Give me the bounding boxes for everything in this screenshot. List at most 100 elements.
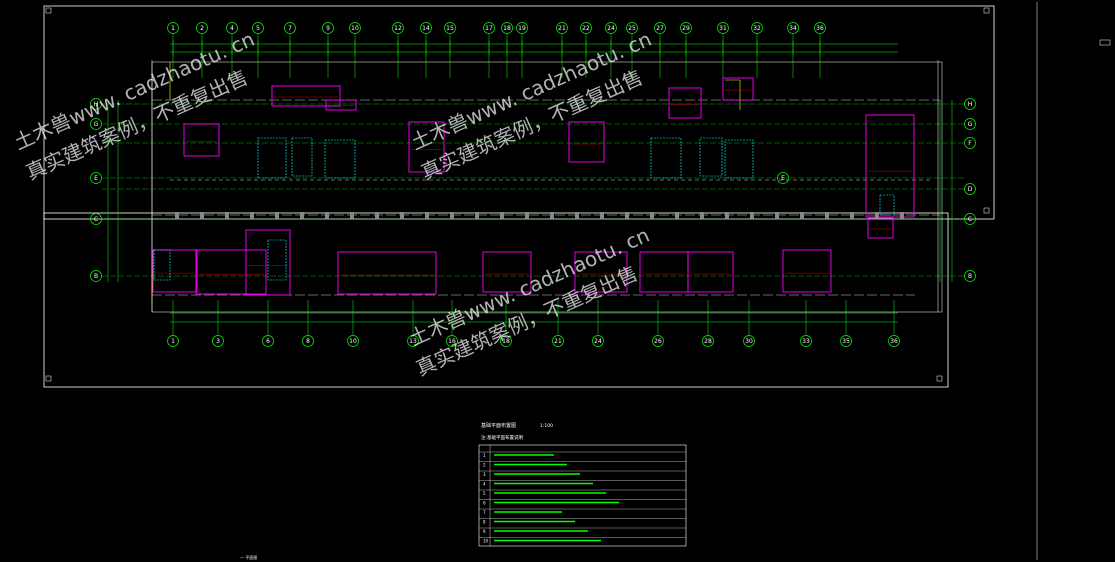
foundation-block <box>639 251 689 293</box>
axis-label-right: C <box>968 216 972 223</box>
axis-label-bottom: 30 <box>745 338 753 345</box>
column-stub <box>550 212 554 219</box>
axis-bubble-top <box>814 22 826 34</box>
column-stub <box>175 212 179 219</box>
axis-bubble-top <box>167 22 179 34</box>
watermark: 土木兽www. cadzhaotu. cn 真实建筑案例，不重复出售 土木兽ww… <box>10 27 655 381</box>
foundation-block <box>482 251 532 293</box>
axis-label-top: 22 <box>582 25 590 32</box>
axis-bubble-left <box>90 213 102 225</box>
axis-label-left: B <box>94 273 98 280</box>
axis-bubble-bottom <box>500 335 512 347</box>
axis-label-top: 36 <box>816 25 824 32</box>
axis-label-top: 29 <box>682 25 690 32</box>
axis-bubble-top <box>226 22 238 34</box>
axis-bubble-right <box>964 213 976 225</box>
column-stub <box>875 212 879 219</box>
column-stub <box>475 212 479 219</box>
axis-label-right: D <box>968 186 973 193</box>
axis-label-bottom: 33 <box>802 338 810 345</box>
column-stub <box>825 212 829 219</box>
axis-bubble-bottom <box>407 335 419 347</box>
legend-row-index: 8 <box>483 520 486 525</box>
column-stub <box>850 212 854 219</box>
axis-bubble-top <box>654 22 666 34</box>
column-pit <box>267 239 287 281</box>
axis-bubble-top <box>349 22 361 34</box>
foundation-block <box>568 121 605 163</box>
foundation-block <box>668 87 702 119</box>
axis-bubble-bottom <box>167 335 179 347</box>
column-stub <box>650 212 654 219</box>
axis-label-top: 7 <box>288 25 292 32</box>
column-stub <box>300 212 304 219</box>
legend-row-index: 9 <box>483 529 486 534</box>
axis-label-bottom: 6 <box>266 338 270 345</box>
axis-label-top: 19 <box>518 25 526 32</box>
legend-scale: 1:100 <box>540 423 553 429</box>
axis-bubble-top <box>717 22 729 34</box>
axis-label-bottom: 21 <box>554 338 562 345</box>
axis-label-top: 24 <box>607 25 615 32</box>
axis-bubble-bottom <box>800 335 812 347</box>
axis-bubble-top <box>483 22 495 34</box>
axis-bubble-top <box>392 22 404 34</box>
axis-label-top: 5 <box>256 25 260 32</box>
column-pit <box>153 249 171 281</box>
axis-label-top: 4 <box>230 25 234 32</box>
axis-label-top: 31 <box>719 25 727 32</box>
axis-bubble-top <box>605 22 617 34</box>
legend-title: 基础平面布置图 <box>481 422 516 429</box>
column-pit <box>724 139 754 179</box>
axis-label-bottom: 26 <box>654 338 662 345</box>
axis-bubble-bottom <box>347 335 359 347</box>
foundation-block <box>687 251 734 293</box>
axis-bubble-top <box>556 22 568 34</box>
axis-bubble-bottom <box>592 335 604 347</box>
column-stub <box>525 212 529 219</box>
axis-label-top: 27 <box>656 25 664 32</box>
axis-bubble-bottom <box>212 335 224 347</box>
legend-row-index: 4 <box>483 482 486 487</box>
axis-label-top: 25 <box>628 25 636 32</box>
column-stub <box>400 212 404 219</box>
legend-row-index: 2 <box>483 463 486 468</box>
legend-row-index: 3 <box>483 472 486 477</box>
axis-bubble-top <box>501 22 513 34</box>
corner-mark <box>983 207 990 214</box>
beam-line <box>725 79 741 110</box>
axis-bubble-right <box>964 137 976 149</box>
axis-bubble-bottom <box>888 335 900 347</box>
axis-label-bottom: 18 <box>502 338 510 345</box>
axis-bubble-bottom <box>262 335 274 347</box>
axis-label-top: 2 <box>200 25 204 32</box>
axis-label-right: B <box>968 273 972 280</box>
column-stub <box>575 212 579 219</box>
sheet-mark <box>1099 39 1111 46</box>
axis-label-top: 10 <box>351 25 359 32</box>
column-stub <box>275 212 279 219</box>
axis-label-bottom: 16 <box>448 338 456 345</box>
axis-label-top: 32 <box>753 25 761 32</box>
axis-bubble-bottom <box>743 335 755 347</box>
axis-label-bottom: 24 <box>594 338 602 345</box>
legend-row-index: 6 <box>483 501 486 506</box>
axis-bubble-right <box>964 183 976 195</box>
axis-bubble-top <box>751 22 763 34</box>
column-pit <box>291 137 313 177</box>
axis-label-left: G <box>94 121 99 128</box>
foundation-block <box>325 99 357 111</box>
column-stub <box>375 212 379 219</box>
axis-bubble-bottom <box>552 335 564 347</box>
column-stub <box>800 212 804 219</box>
axis-bubble-left <box>90 98 102 110</box>
axis-label-top: 18 <box>503 25 511 32</box>
dimension-lines <box>107 41 953 323</box>
lower-frame <box>43 212 949 388</box>
foundation-block <box>782 249 832 293</box>
axis-bubble-top <box>322 22 334 34</box>
axis-label-top: 9 <box>326 25 330 32</box>
axis-bubble-bottom <box>840 335 852 347</box>
